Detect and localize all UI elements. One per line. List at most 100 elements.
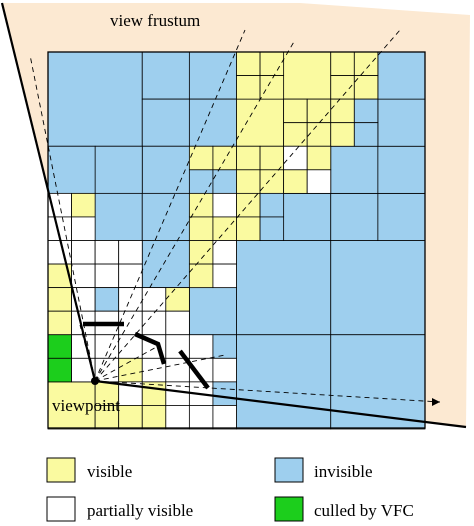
invisible-cell — [236, 240, 332, 336]
invisible-cell — [377, 145, 426, 194]
ray-arrowhead — [432, 398, 440, 406]
quadtree-cells — [47, 51, 426, 430]
visible-cell — [236, 216, 261, 241]
visible-cell — [330, 51, 355, 76]
invisible-cell — [377, 51, 426, 100]
invisible-cell — [330, 334, 426, 430]
invisible-cell — [47, 51, 143, 147]
viewpoint-marker — [91, 377, 99, 385]
invisible-cell — [141, 98, 190, 147]
viewpoint-label: viewpoint — [52, 396, 120, 415]
visible-cell — [236, 169, 261, 194]
invisible-cell — [188, 287, 237, 336]
visible-cell — [236, 98, 285, 147]
visible-cell — [283, 122, 308, 147]
legend-label-invisible: invisible — [314, 462, 373, 481]
partial-cell — [306, 169, 332, 194]
invisible-cell — [377, 98, 426, 147]
invisible-cell — [259, 192, 285, 218]
partial-cell — [212, 263, 237, 289]
culled-cell — [47, 334, 72, 359]
partial-cell — [212, 357, 237, 383]
invisible-cell — [188, 98, 237, 147]
frustum-right-edge — [94, 379, 467, 429]
partial-cell — [212, 405, 237, 430]
visible-cell — [47, 287, 72, 312]
partial-cell — [165, 310, 190, 336]
partial-cell — [283, 145, 308, 171]
partial-cell — [141, 310, 167, 336]
partial-cell — [94, 263, 120, 289]
invisible-cell — [188, 169, 214, 194]
partial-cell — [94, 240, 120, 265]
partial-cell — [71, 240, 96, 265]
invisible-cell — [47, 145, 96, 194]
invisible-cell — [94, 287, 120, 312]
invisible-cell — [212, 169, 237, 194]
legend-label-visible: visible — [87, 462, 132, 481]
legend-label-culled: culled by VFC — [314, 501, 414, 520]
view-frustum-label: view frustum — [110, 11, 200, 30]
visible-cell — [71, 192, 96, 218]
occluder-2 — [134, 331, 167, 365]
invisible-cell — [94, 192, 143, 241]
visible-cell — [353, 51, 379, 76]
visible-cell — [330, 122, 355, 147]
visible-cell — [306, 98, 332, 124]
invisible-cell — [141, 192, 190, 241]
visible-cell — [118, 405, 143, 430]
visible-cell — [47, 310, 72, 336]
visible-cell — [236, 75, 261, 100]
visible-cell — [259, 75, 285, 100]
visible-cell — [212, 216, 237, 241]
invisible-cell — [283, 192, 332, 241]
visible-cell — [259, 51, 285, 76]
invisible-cell — [330, 192, 379, 241]
visible-cell — [283, 169, 308, 194]
frustum-left-edge — [0, 2, 97, 382]
partial-cell — [118, 334, 143, 359]
legend-swatch-partial — [46, 496, 76, 522]
visible-cell — [236, 51, 261, 76]
partial-cell — [165, 334, 190, 359]
partial-cell — [212, 240, 237, 265]
partial-cell — [118, 240, 143, 265]
invisible-cell — [330, 145, 379, 194]
visible-cell — [188, 192, 214, 218]
visible-cell — [283, 51, 332, 100]
invisible-cell — [353, 122, 379, 147]
partial-cell — [118, 263, 143, 289]
partial-cell — [71, 334, 96, 359]
partial-cell — [141, 287, 167, 312]
scene-bounds — [47, 51, 426, 429]
visible-cell — [306, 145, 332, 171]
partial-cell — [212, 192, 237, 218]
legend: visible invisible partially visible cull… — [46, 457, 414, 522]
partial-cell — [71, 263, 96, 289]
invisible-cell — [188, 51, 237, 100]
invisible-cell — [330, 240, 426, 336]
legend-label-partial: partially visible — [87, 501, 193, 520]
visible-cell — [188, 240, 214, 265]
invisible-cell — [377, 192, 426, 241]
visible-cell — [306, 122, 332, 147]
visible-cell — [330, 98, 355, 124]
invisible-cell — [212, 334, 237, 359]
invisible-cell — [141, 240, 190, 289]
visible-cell — [141, 405, 167, 430]
partial-cell — [71, 216, 96, 241]
culled-cell — [47, 357, 72, 383]
visible-cell — [236, 145, 261, 171]
legend-swatch-invisible — [274, 457, 304, 483]
legend-swatch-culled — [274, 496, 304, 522]
partial-cell — [188, 405, 214, 430]
visible-cell — [259, 145, 285, 171]
invisible-cell — [259, 216, 285, 241]
invisible-cell — [94, 145, 143, 194]
visible-cell — [212, 145, 237, 171]
visible-cell — [236, 192, 261, 218]
visible-cell — [188, 216, 214, 241]
invisible-cell — [236, 334, 332, 430]
partial-cell — [118, 287, 143, 312]
